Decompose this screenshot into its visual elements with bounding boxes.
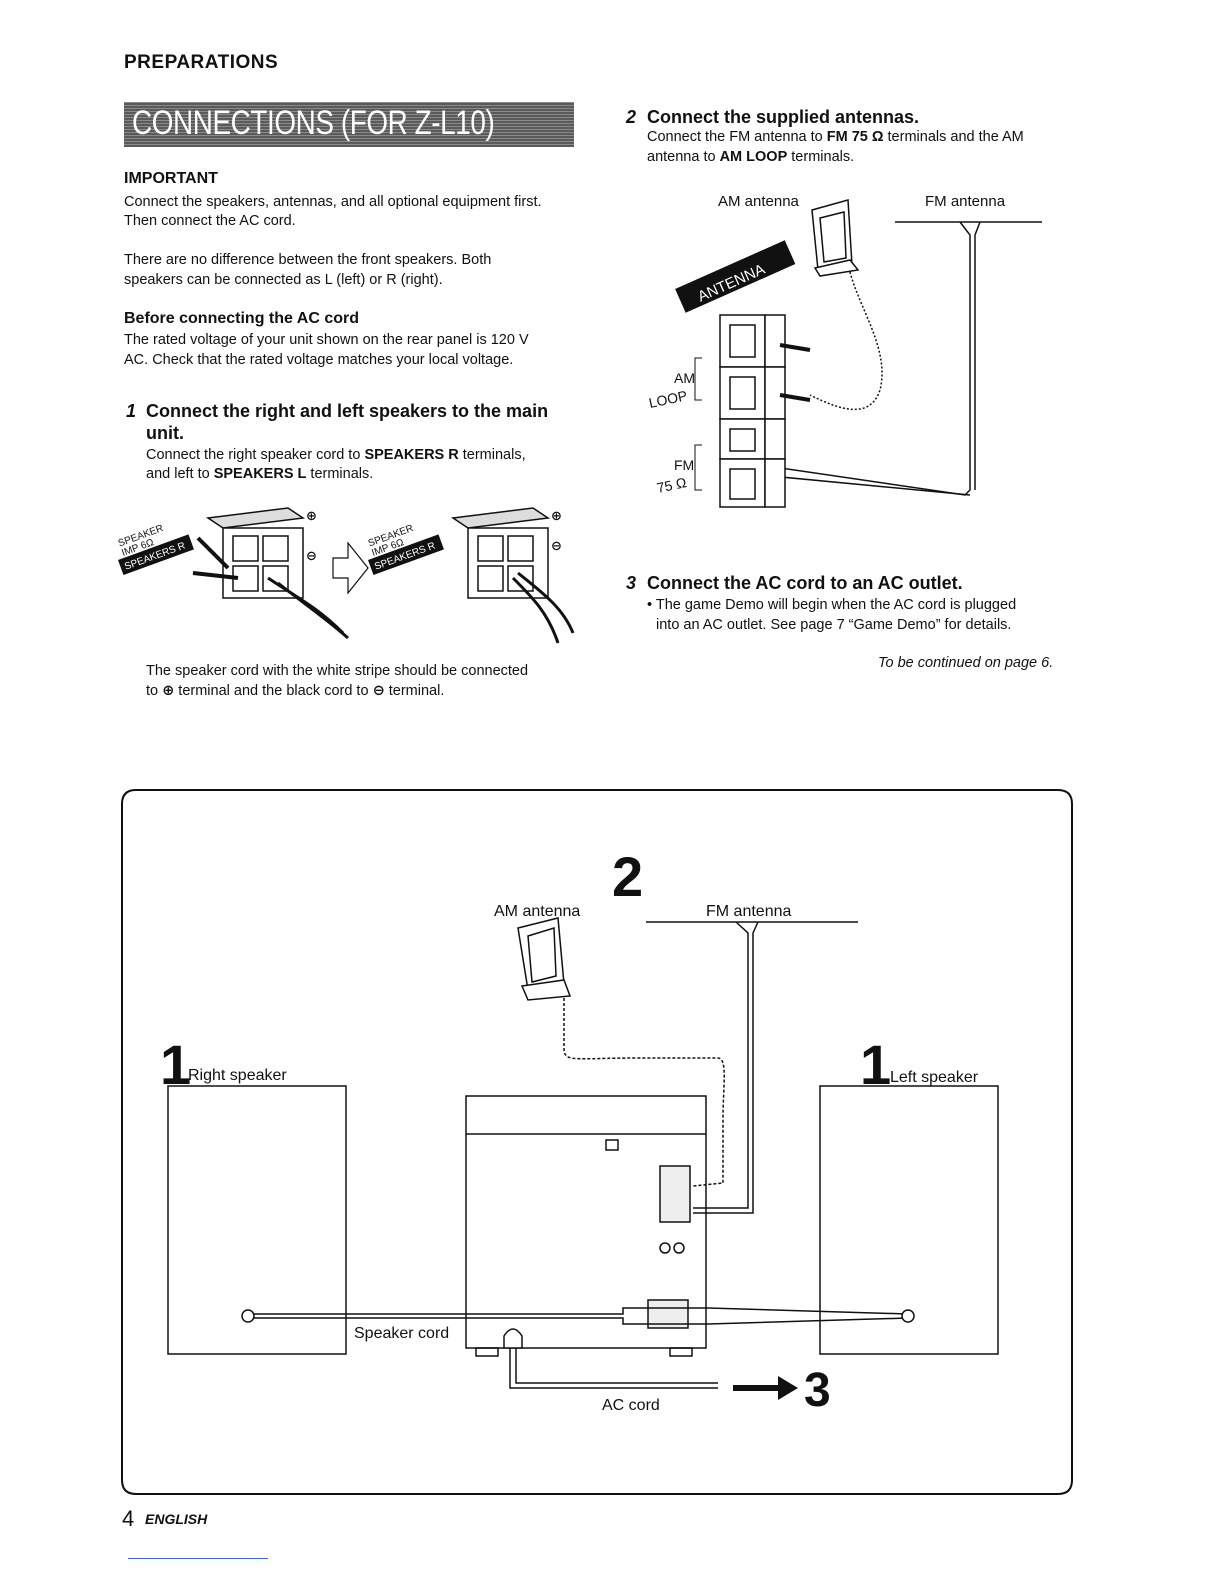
terminal-block-right xyxy=(450,507,575,644)
step3-title: Connect the AC cord to an AC outlet. xyxy=(647,573,963,593)
language-label: ENGLISH xyxy=(145,1511,208,1527)
step3-bullet-line2: into an AC outlet. See page 7 “Game Demo… xyxy=(656,617,1012,633)
step3-number: 3 xyxy=(626,573,637,593)
step1-title-line1: Connect the right and left speakers to t… xyxy=(146,401,549,421)
step2-body-line2: antenna to AM LOOP terminals. xyxy=(647,147,854,167)
minus-icon: ⊖ xyxy=(306,548,317,563)
continued-note: To be continued on page 6. xyxy=(878,655,1054,671)
antenna-label-tag: ANTENNA xyxy=(675,240,796,313)
before-ac-heading: Before connecting the AC cord xyxy=(124,310,359,327)
step2-number: 2 xyxy=(626,107,637,127)
terminal-stack xyxy=(719,314,811,508)
fm-75-text: 75 Ω xyxy=(655,474,688,496)
cord-note-mid: terminal and the black cord to xyxy=(174,683,373,699)
cord-note-post: terminal. xyxy=(384,683,445,699)
section-label: PREPARATIONS xyxy=(124,52,279,73)
ac-cord-label: AC cord xyxy=(602,1397,660,1414)
step2-title: Connect the supplied antennas. xyxy=(647,107,920,127)
important-line1: Connect the speakers, antennas, and all … xyxy=(124,194,542,210)
step1-title-line2: unit. xyxy=(146,423,184,443)
arrow-to-step3-icon xyxy=(733,1376,798,1400)
right-speaker-label: Right speaker xyxy=(188,1067,287,1084)
speakers-l-term: SPEAKERS L xyxy=(213,466,307,482)
main-unit-indicator xyxy=(605,1139,619,1151)
page-number: 4 xyxy=(122,1506,135,1531)
step1-body-post1: terminals, xyxy=(458,447,526,463)
step1-body-line2: and left to SPEAKERS L terminals. xyxy=(146,464,373,484)
step2-body-pre2: antenna to xyxy=(647,149,720,165)
step2-body-line1: Connect the FM antenna to FM 75 Ω termin… xyxy=(647,127,1024,147)
am-loop-term: AM LOOP xyxy=(719,149,788,165)
important-heading: IMPORTANT xyxy=(124,170,218,187)
cord-note-line2: to ⊕ terminal and the black cord to ⊖ te… xyxy=(146,681,444,701)
antenna-terminals xyxy=(659,1165,691,1223)
cord-note-line1: The speaker cord with the white stripe s… xyxy=(146,663,529,679)
step2-body-post2: terminals. xyxy=(787,149,855,165)
plus-icon: ⊕ xyxy=(306,508,317,523)
step1-body-post2: terminals. xyxy=(306,466,374,482)
am-loop-am-text: AM xyxy=(674,370,695,386)
step1-body-pre1: Connect the right speaker cord to xyxy=(146,447,365,463)
step2-fm-antenna-label: FM antenna xyxy=(925,193,1006,210)
page-title: CONNECTIONS (FOR Z-L10) xyxy=(132,104,495,142)
diagram-step1-right-number: 1 xyxy=(160,1033,191,1096)
plus-icon-right: ⊕ xyxy=(551,508,562,523)
terminal-block-left xyxy=(192,507,349,640)
connection-overview-diagram: 2 AM antenna FM antenna 1 Right speaker … xyxy=(121,789,1073,1495)
important-line2: Then connect the AC cord. xyxy=(124,213,296,229)
jack-right xyxy=(673,1242,685,1254)
arrow-icon xyxy=(332,541,369,595)
step2-body-pre1: Connect the FM antenna to xyxy=(647,129,827,145)
am-antenna-icon xyxy=(517,917,565,991)
speaker-terminal-illustration: SPEAKERS R SPEAKER IMP 6Ω SPEAKERS R SPE… xyxy=(117,507,575,644)
before-ac-line2: AC. Check that the rated voltage matches… xyxy=(124,352,514,368)
step1-body-line1: Connect the right speaker cord to SPEAKE… xyxy=(146,445,526,465)
step3-bullet-line1: • The game Demo will begin when the AC c… xyxy=(647,597,1017,613)
plus-terminal-icon: ⊕ xyxy=(162,683,175,699)
cord-note-pre: to xyxy=(146,683,163,699)
right-speaker-box xyxy=(167,1085,347,1355)
title-bar xyxy=(124,102,574,147)
diagram-frame xyxy=(121,789,1073,1495)
ac-cord xyxy=(509,1348,718,1389)
step2-am-antenna-label: AM antenna xyxy=(718,193,799,210)
speakers-r-term: SPEAKERS R xyxy=(364,447,459,463)
before-ac-line1: The rated voltage of your unit shown on … xyxy=(124,332,529,348)
polarity-icons: ⊕ ⊖ ⊕ ⊖ xyxy=(306,508,562,563)
diagram-step2-number: 2 xyxy=(612,845,643,908)
speakers-note-line2: speakers can be connected as L (left) or… xyxy=(124,272,443,288)
minus-icon-right: ⊖ xyxy=(551,538,562,553)
left-speaker-jack xyxy=(901,1309,915,1323)
am-loop-loop-text: LOOP xyxy=(647,387,688,411)
speaker-cord-label: Speaker cord xyxy=(354,1325,449,1342)
right-speaker-jack xyxy=(241,1309,255,1323)
diagram-fm-antenna-label: FM antenna xyxy=(706,903,791,920)
fm-text: FM xyxy=(674,457,694,473)
speakers-note-line1: There are no difference between the fron… xyxy=(124,252,492,268)
left-speaker-label: Left speaker xyxy=(890,1069,979,1086)
step1-body-pre2: and left to xyxy=(146,466,214,482)
fm-75-term: FM 75 Ω xyxy=(826,129,884,145)
diagram-am-antenna-label: AM antenna xyxy=(494,903,580,920)
minus-terminal-icon: ⊖ xyxy=(372,683,385,699)
am-loop-antenna-icon xyxy=(811,199,853,271)
jack-left xyxy=(659,1242,671,1254)
step2-body-post1: terminals and the AM xyxy=(883,129,1024,145)
diagram-step1-left-number: 1 xyxy=(860,1033,891,1096)
step1-number: 1 xyxy=(126,401,137,421)
antenna-terminal-illustration: ANTENNA AM LOOP FM 75 Ω xyxy=(647,199,1042,508)
diagram-step3-number: 3 xyxy=(804,1364,831,1417)
bottom-rule xyxy=(128,1558,268,1559)
